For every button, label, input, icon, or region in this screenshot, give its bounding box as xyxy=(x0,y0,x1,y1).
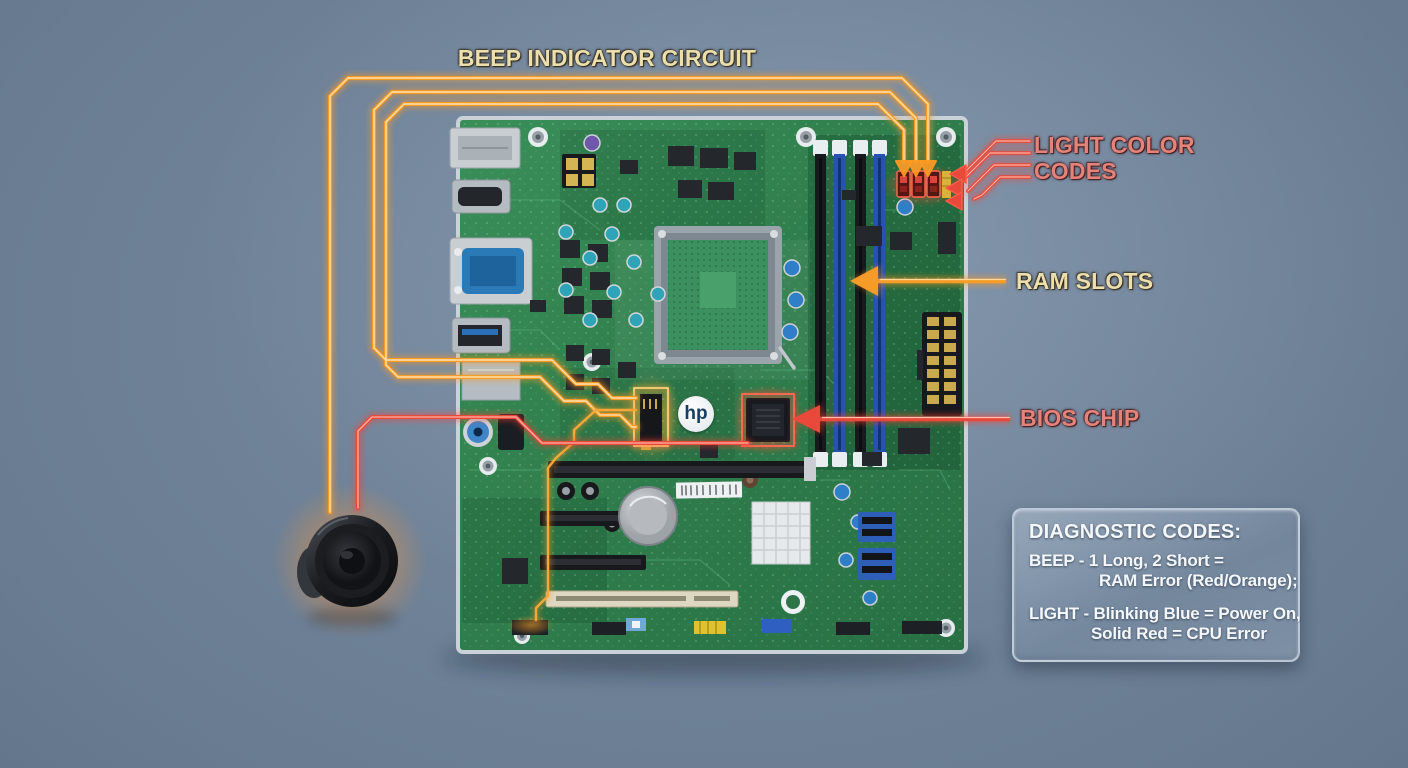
label-light-color-codes: LIGHT COLOR CODES xyxy=(1034,132,1195,184)
bios-chip-arrow xyxy=(792,404,1010,434)
panel-light-line-2: Solid Red = CPU Error xyxy=(1091,624,1267,643)
pcb-chips xyxy=(502,146,956,584)
serial-sticker xyxy=(675,481,743,499)
panel-light-line-1: LIGHT - Blinking Blue = Power On, xyxy=(1029,604,1301,623)
cpu-socket xyxy=(654,226,796,370)
ram-slot xyxy=(813,140,828,467)
cmos-battery xyxy=(618,486,678,546)
panel-title: DIAGNOSTIC CODES: xyxy=(1029,521,1242,543)
light-codes-arrowheads xyxy=(945,164,967,211)
panel-beep-line-2: RAM Error (Red/Orange); xyxy=(1099,571,1298,590)
label-ram-slots: RAM SLOTS xyxy=(1016,268,1154,294)
diagnostic-codes-panel: DIAGNOSTIC CODES: BEEP - 1 Long, 2 Short… xyxy=(1012,508,1301,662)
label-beep-indicator-circuit: BEEP INDICATOR CIRCUIT xyxy=(457,45,757,71)
motherboard xyxy=(449,116,968,654)
label-bios-chip: BIOS CHIP xyxy=(1020,405,1140,431)
io-ports xyxy=(449,127,533,450)
speaker-to-bios-line xyxy=(354,413,752,512)
sata-ports xyxy=(858,512,896,580)
beep-board-trace xyxy=(507,407,639,635)
chipset-heatsink xyxy=(751,501,811,565)
expansion-slots xyxy=(540,457,816,608)
ram-slots-arrow xyxy=(850,265,1006,297)
hp-logo-text: hp xyxy=(684,403,708,424)
beep-line-arrowheads xyxy=(895,160,937,177)
beep-circuit-lines xyxy=(326,74,937,635)
light-codes-lines xyxy=(945,137,1034,211)
atx-4pin-connector xyxy=(562,154,596,188)
panel-beep-line-1: BEEP - 1 Long, 2 Short = xyxy=(1029,551,1224,570)
ram-slot xyxy=(832,140,847,467)
hp-logo: hp xyxy=(678,396,714,432)
speaker xyxy=(272,483,428,639)
atx-24pin-connector xyxy=(917,312,962,416)
bios-chip xyxy=(732,384,804,456)
